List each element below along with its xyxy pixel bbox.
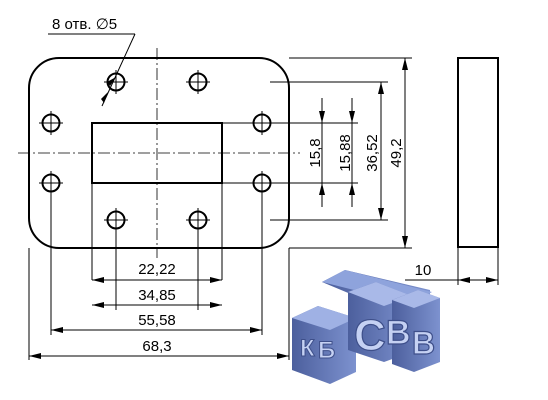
dim-10: 10 bbox=[415, 262, 432, 279]
hole bbox=[39, 111, 63, 135]
logo-letter: К bbox=[300, 335, 315, 362]
dim-22-22: 22,22 bbox=[138, 261, 176, 278]
vertical-dimension-lines bbox=[222, 57, 412, 249]
company-logo: К Б С В В bbox=[292, 270, 440, 384]
hole-callout: 8 отв. ∅5 bbox=[48, 16, 136, 107]
logo-letter: Б bbox=[318, 337, 335, 364]
hole-note-label: 8 отв. ∅5 bbox=[52, 16, 117, 33]
horizontal-dimension-lines bbox=[28, 183, 499, 360]
logo-letter: В bbox=[386, 314, 411, 352]
dim-68-3: 68,3 bbox=[142, 338, 171, 355]
dim-55-58: 55,58 bbox=[138, 312, 176, 329]
side-view bbox=[457, 57, 499, 248]
logo-letter: С bbox=[354, 311, 386, 360]
dim-15-8: 15,8 bbox=[307, 138, 324, 167]
dim-49-2: 49,2 bbox=[388, 138, 405, 167]
mounting-holes bbox=[39, 70, 274, 232]
logo-letter: В bbox=[412, 325, 435, 361]
dim-34-85: 34,85 bbox=[138, 287, 176, 304]
hole bbox=[186, 70, 210, 94]
dim-36-52: 36,52 bbox=[364, 134, 381, 172]
dim-15-88: 15,88 bbox=[337, 134, 354, 172]
